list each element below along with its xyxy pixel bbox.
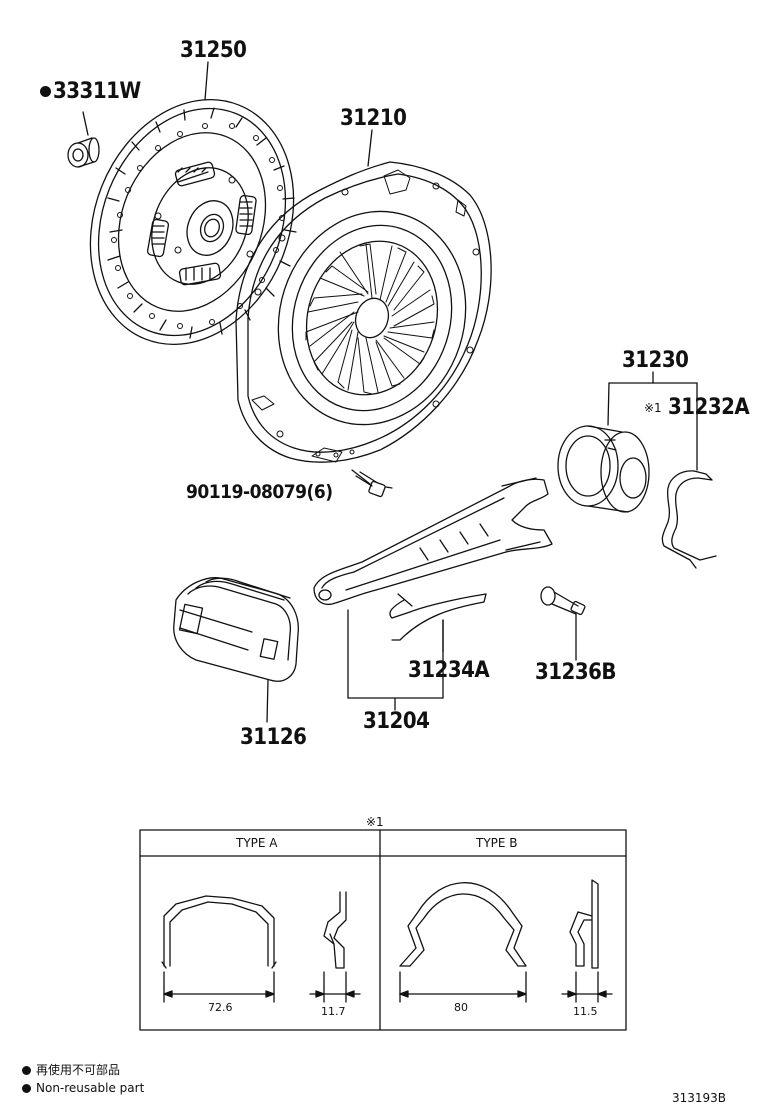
legend-en: Non-reusable part	[22, 1082, 144, 1094]
part-label-31232a-note: ※1	[644, 401, 662, 415]
dim-b-depth: 11.5	[573, 1005, 598, 1018]
part-label-31236b: 31236B	[535, 660, 616, 685]
part-label-31250: 31250	[180, 38, 247, 63]
dim-a-depth: 11.7	[321, 1005, 346, 1018]
part-label-31204: 31204	[363, 709, 430, 734]
type-b-header: TYPE B	[476, 836, 518, 850]
legend-dot-icon	[22, 1084, 31, 1093]
non-reusable-dot-icon	[40, 86, 51, 97]
cover-bolt-illustration	[351, 469, 393, 498]
release-bearing-illustration	[557, 382, 650, 513]
release-bearing-clip-illustration	[661, 382, 717, 569]
fork-pivot-illustration	[540, 586, 586, 661]
clutch-cover-illustration	[235, 129, 492, 463]
pilot-bearing-illustration	[67, 111, 100, 168]
dim-b-width: 80	[454, 1001, 468, 1014]
part-label-33311w: 33311W	[40, 81, 141, 103]
release-fork-boot-illustration	[173, 577, 299, 723]
detail-marker: ※1	[366, 815, 384, 829]
clutch-disc-illustration	[89, 99, 297, 345]
dim-a-width: 72.6	[208, 1001, 233, 1014]
part-label-31126: 31126	[240, 725, 307, 750]
detail-box	[139, 829, 627, 1031]
release-fork-illustration	[313, 477, 553, 711]
legend-jp: 再使用不可部品	[22, 1064, 120, 1076]
legend-dot-icon	[22, 1066, 31, 1075]
legend-en-text: Non-reusable part	[36, 1081, 145, 1095]
part-label-31230: 31230	[622, 348, 689, 373]
fork-spring-illustration	[389, 593, 487, 653]
diagram-id: 313193B	[672, 1091, 727, 1105]
part-label-33311w-text: 33311W	[53, 79, 141, 104]
part-label-31234a: 31234A	[408, 658, 490, 683]
part-label-31232a: 31232A	[668, 395, 750, 420]
part-label-90119: 90119-08079(6)	[186, 481, 333, 503]
legend-jp-text: 再使用不可部品	[36, 1063, 121, 1077]
type-a-header: TYPE A	[236, 836, 278, 850]
part-label-31210: 31210	[340, 106, 407, 131]
